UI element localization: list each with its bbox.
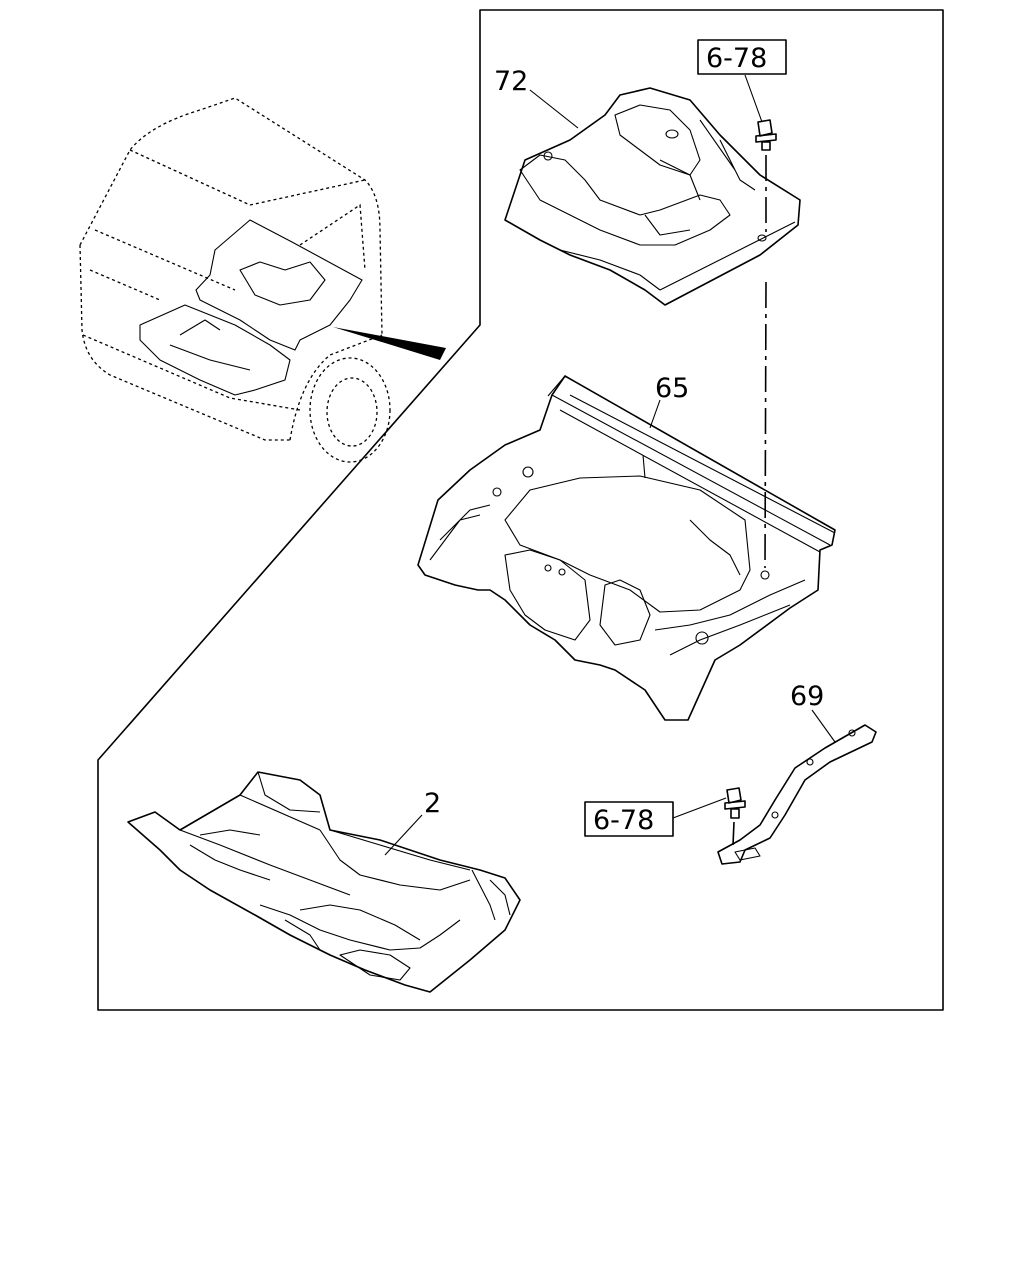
ref-label-top: 6-78 [706, 43, 767, 74]
leader-2 [384, 814, 423, 856]
leader-72 [529, 89, 579, 129]
part-72-panel [504, 87, 801, 306]
part-69-bracket [717, 724, 877, 865]
bolt-bottom [724, 787, 746, 819]
diagram-frame [97, 9, 944, 1011]
leader-ref-bottom [672, 797, 727, 819]
alignment-line-bottom [732, 821, 735, 846]
leader-69 [811, 709, 836, 743]
bolt-top [755, 119, 777, 151]
callout-65: 65 [655, 373, 689, 404]
callout-69: 69 [790, 681, 824, 712]
ref-label-bottom: 6-78 [593, 805, 654, 836]
leader-ref-top [744, 74, 763, 123]
callout-2: 2 [424, 788, 441, 819]
alignment-line-mid [764, 281, 767, 569]
callout-72: 72 [494, 66, 528, 97]
ref-box-top [697, 39, 787, 75]
leader-65 [649, 399, 661, 429]
part-65-floor [417, 375, 836, 721]
part-2-floor-mat [127, 771, 521, 993]
truck-cab-overview [79, 97, 446, 463]
ref-box-bottom [584, 801, 674, 837]
